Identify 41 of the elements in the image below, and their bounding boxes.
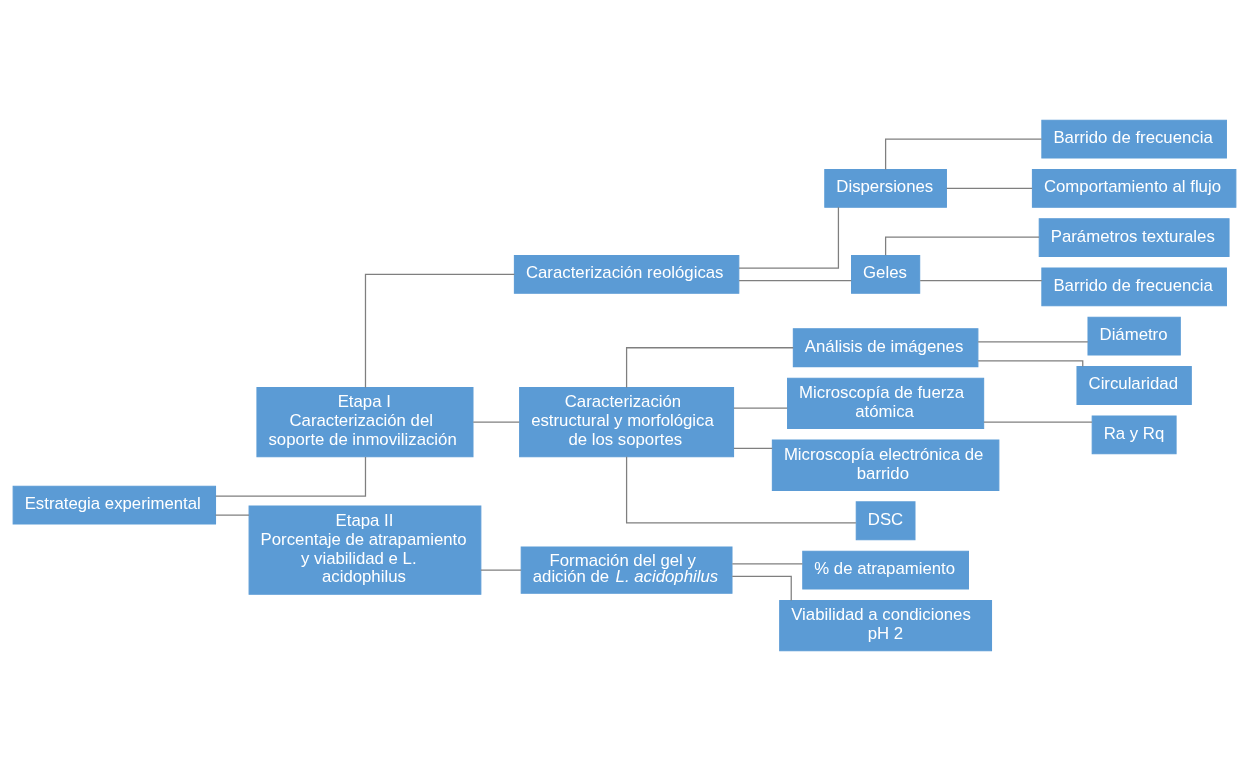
- node-box: Etapa II Porcentaje de atrapamiento y viabilidad e L. acidophilus: [248, 505, 482, 595]
- node-box: Circularidad: [1076, 366, 1192, 405]
- node-box: Microscopía electrónica de barrido: [771, 439, 1000, 491]
- node-box: Caracterización estructural y morfológica de los soportes: [519, 387, 735, 458]
- node-box: Barrido de frecuencia: [1041, 119, 1227, 159]
- connector: [214, 514, 250, 516]
- connector: [625, 347, 794, 389]
- node-box: Caracterización reológicas: [513, 254, 740, 294]
- connector: [733, 407, 788, 409]
- connector: [215, 456, 367, 497]
- connector: [364, 273, 515, 389]
- node-box: Barrido de frecuencia: [1041, 267, 1227, 307]
- connector: [480, 569, 522, 571]
- node-box: Microscopía de fuerza atómica: [787, 377, 985, 429]
- node-box: Formación del gel y adición de L. acidophilus: [520, 546, 733, 594]
- connector: [946, 187, 1033, 189]
- connector: [919, 280, 1043, 282]
- node-box: Diámetro: [1087, 316, 1181, 356]
- node-box: Estrategia experimental: [12, 485, 217, 525]
- connector: [625, 456, 857, 524]
- connector: [731, 575, 792, 602]
- connector: [977, 341, 1089, 343]
- node-box: % de atrapamiento: [802, 550, 969, 590]
- connector: [885, 138, 1043, 171]
- connector: [738, 206, 840, 269]
- node-box: Viabilidad a condiciones pH 2: [779, 599, 993, 652]
- connector: [738, 280, 852, 282]
- connector: [731, 563, 804, 565]
- node-box: Comportamiento al flujo: [1031, 168, 1237, 208]
- connector: [977, 360, 1084, 368]
- node-box: Análisis de imágenes: [792, 328, 979, 368]
- node-box: Etapa I Caracterización del soporte de inmovilización: [256, 387, 474, 458]
- connector: [472, 421, 520, 423]
- connector: [983, 421, 1093, 423]
- connector: [885, 236, 1040, 256]
- node-box: Parámetros texturales: [1038, 218, 1230, 258]
- node-box: DSC: [855, 501, 916, 541]
- node-box: Geles: [851, 254, 921, 294]
- node-box: Ra y Rq: [1091, 415, 1177, 455]
- node-box: Dispersiones: [824, 168, 947, 208]
- connector: [733, 447, 773, 450]
